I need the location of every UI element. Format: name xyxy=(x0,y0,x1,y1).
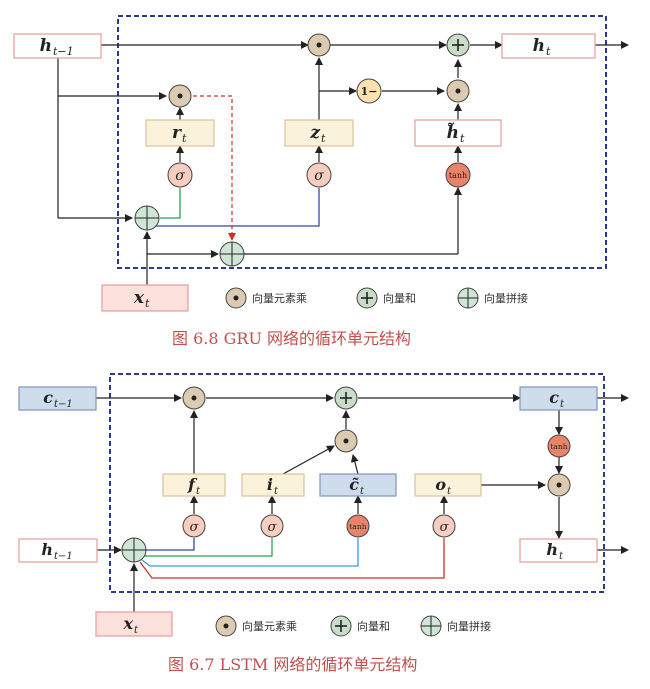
lstm-sigma-input-node xyxy=(260,514,284,538)
lstm-add-node xyxy=(334,386,358,410)
gru-tanh-label: tanh xyxy=(449,171,467,180)
lstm-x-input-box xyxy=(95,611,173,637)
gru-legend-mul-label: 向量元素乘 xyxy=(252,291,307,305)
lstm-h-prev-box xyxy=(18,538,98,563)
gru-reset-gate-label: r xyxy=(172,123,182,143)
lstm-candidate-box xyxy=(319,473,397,497)
gru-caption: 图 6.8 GRU 网络的循环单元结构 xyxy=(172,329,411,348)
gru-h-out-box xyxy=(501,33,596,59)
gru-candidate-label: h̃ xyxy=(447,123,459,143)
gru-update-gate-subscript: t xyxy=(321,132,326,145)
lstm-c-prev-label: c xyxy=(43,388,53,407)
gru-one-minus-node xyxy=(356,78,382,104)
lstm-c-out-label: c xyxy=(549,388,559,407)
gru-reset-gate-subscript: t xyxy=(182,132,187,145)
lstm-input-gate-subscript: t xyxy=(274,486,279,497)
lstm-output-gate-subscript: t xyxy=(447,486,452,497)
lstm-legend-add-label: 向量和 xyxy=(357,619,390,633)
gru-h-prev-subscript: t−1 xyxy=(53,45,74,58)
gru-x-input-label: x xyxy=(133,288,145,308)
lstm-sigma-output-node xyxy=(432,514,456,538)
gru-mul-node-reset xyxy=(168,84,192,108)
gru-h-out-label: h xyxy=(533,36,545,56)
gru-concat-node-bottom xyxy=(219,241,245,267)
gru-cell-border xyxy=(117,15,607,269)
lstm-h-out-subscript: t xyxy=(559,551,564,562)
gru-tanh-node xyxy=(445,162,471,188)
gru-sigma-reset-label: σ xyxy=(175,168,185,184)
lstm-mul-node-output xyxy=(547,473,571,497)
gru-update-gate-label: z xyxy=(309,123,320,143)
legend-mul-icon xyxy=(215,615,237,637)
gru-reset-gate-box xyxy=(145,119,215,147)
lstm-tanh-candidate-label: tanh xyxy=(349,522,366,531)
gru-update-gate-box xyxy=(284,119,354,147)
lstm-h-out-box xyxy=(519,538,598,563)
lstm-c-prev-subscript: t−1 xyxy=(54,399,73,410)
lstm-legend-mul-label: 向量元素乘 xyxy=(242,619,297,633)
gru-mul-node-top xyxy=(307,33,331,57)
gru-sigma-reset-node xyxy=(167,162,193,188)
lstm-forget-gate-box xyxy=(162,473,226,497)
gru-h-out-subscript: t xyxy=(546,45,551,58)
lstm-forget-gate-label: f xyxy=(187,475,198,494)
lstm-c-out-subscript: t xyxy=(560,399,565,410)
lstm-sigma-forget-label: σ xyxy=(190,520,200,535)
lstm-c-prev-box xyxy=(18,386,97,411)
lstm-tanh-cell-node xyxy=(547,434,571,458)
legend-concat-icon xyxy=(420,615,442,637)
legend-add-icon xyxy=(356,287,378,309)
lstm-c-out-box xyxy=(519,386,598,411)
lstm-h-out-label: h xyxy=(546,540,558,559)
gru-mul-node-candidate xyxy=(446,79,470,103)
legend-concat-icon xyxy=(457,287,479,309)
lstm-input-gate-box xyxy=(241,473,305,497)
gru-concat-node-left xyxy=(134,205,160,231)
lstm-sigma-output-label: σ xyxy=(440,520,450,535)
lstm-mul-node-input xyxy=(334,429,358,453)
gru-h-prev-label: h xyxy=(40,36,52,56)
lstm-diagram: c t−1 c t f t i t c̃ t o t h t−1 h t x t… xyxy=(18,373,629,674)
lstm-legend-concat-label: 向量拼接 xyxy=(447,619,491,633)
gru-diagram: h t−1 h t r t z t h̃ t x t xyxy=(13,15,629,348)
lstm-caption: 图 6.7 LSTM 网络的循环单元结构 xyxy=(168,655,417,674)
lstm-output-gate-label: o xyxy=(435,475,446,494)
lstm-output-gate-box xyxy=(414,473,482,497)
legend-mul-icon xyxy=(225,287,247,309)
lstm-mul-node-forget xyxy=(182,386,206,410)
gru-legend-add-label: 向量和 xyxy=(383,291,416,305)
lstm-tanh-cell-label: tanh xyxy=(550,442,567,451)
lstm-sigma-input-label: σ xyxy=(268,520,278,535)
gru-sigma-update-label: σ xyxy=(314,168,324,184)
lstm-h-prev-label: h xyxy=(41,540,53,559)
lstm-x-input-subscript: t xyxy=(134,625,139,636)
gru-x-input-box xyxy=(101,284,189,312)
gru-candidate-subscript: t xyxy=(460,132,465,145)
lstm-candidate-label: c̃ xyxy=(349,475,359,494)
lstm-tanh-candidate-node xyxy=(346,514,370,538)
gru-x-input-subscript: t xyxy=(145,297,150,310)
lstm-legend: 向量元素乘 向量和 向量拼接 xyxy=(215,615,491,637)
legend-add-icon xyxy=(330,615,352,637)
gru-h-prev-box xyxy=(13,33,102,59)
gru-legend-concat-label: 向量拼接 xyxy=(484,291,528,305)
lstm-candidate-subscript: t xyxy=(360,486,365,497)
gru-one-minus-label: 1− xyxy=(361,85,378,98)
lstm-concat-node xyxy=(121,537,147,563)
gru-sigma-update-node xyxy=(306,162,332,188)
gru-add-node xyxy=(446,33,470,57)
gru-candidate-box xyxy=(414,119,502,147)
lstm-x-input-label: x xyxy=(122,614,133,633)
lstm-forget-gate-subscript: t xyxy=(196,486,201,497)
lstm-h-prev-subscript: t−1 xyxy=(54,551,73,562)
lstm-sigma-forget-node xyxy=(182,514,206,538)
gru-legend: 向量元素乘 向量和 向量拼接 xyxy=(225,287,528,309)
lstm-input-gate-label: i xyxy=(267,475,273,494)
lstm-cell-border xyxy=(109,373,605,593)
